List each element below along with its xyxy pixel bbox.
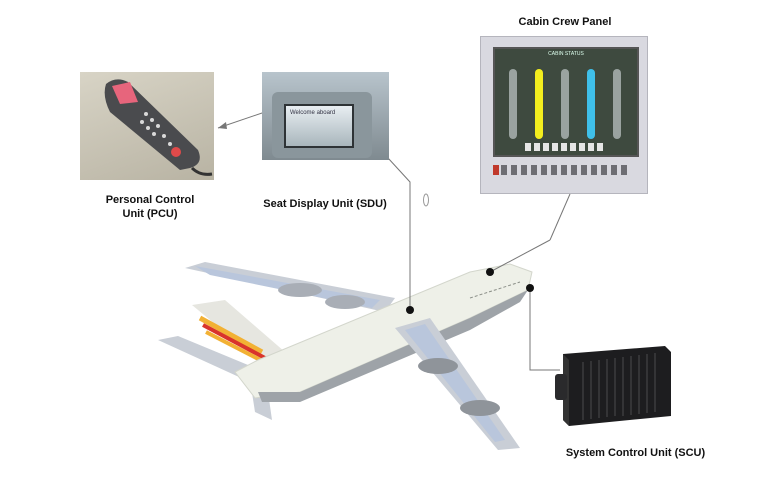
window-line bbox=[469, 281, 521, 299]
connection-dot bbox=[526, 284, 534, 292]
connection-dot bbox=[486, 268, 494, 276]
label-pcu: Personal Control Unit (PCU) bbox=[90, 193, 210, 221]
connection-dot bbox=[406, 306, 414, 314]
panel-header: CABIN STATUS bbox=[548, 51, 584, 57]
label-pcu-line2: Unit (PCU) bbox=[122, 208, 178, 220]
engine bbox=[418, 358, 458, 374]
panel-red-indicator bbox=[493, 165, 499, 175]
connector-scu bbox=[529, 288, 560, 371]
engine bbox=[278, 283, 322, 297]
status-bar bbox=[561, 69, 569, 139]
label-cabin-crew-panel: Cabin Crew Panel bbox=[518, 16, 612, 28]
engine bbox=[325, 295, 365, 309]
panel-screen: CABIN STATUS bbox=[493, 47, 639, 157]
tail-stripe-yellow bbox=[198, 315, 264, 355]
scu-photo bbox=[553, 346, 673, 428]
pcu-handset-icon bbox=[104, 79, 213, 176]
panel-control-strip bbox=[501, 165, 627, 175]
connector-sdu-aircraft bbox=[387, 157, 411, 310]
status-bar-blue bbox=[587, 69, 595, 139]
label-sdu: Seat Display Unit (SDU) bbox=[263, 198, 387, 210]
label-pcu-line1: Personal Control bbox=[105, 194, 195, 206]
tail-stripe-yellow-2 bbox=[205, 330, 269, 366]
near-wing-highlight bbox=[405, 324, 505, 442]
sdu-screen: Welcome aboard bbox=[284, 104, 354, 148]
sdu-screen-text: Welcome aboard bbox=[290, 110, 336, 116]
engine bbox=[460, 400, 500, 416]
connector-panel bbox=[549, 193, 571, 241]
status-bar bbox=[509, 69, 517, 139]
connector-panel-aircraft bbox=[489, 239, 551, 273]
sdu-photo: Welcome aboard bbox=[262, 72, 389, 160]
pcu-photo bbox=[80, 72, 214, 180]
label-scu: System Control Unit (SCU) bbox=[565, 447, 706, 459]
marker-icon bbox=[423, 193, 429, 207]
tail-fin bbox=[192, 300, 300, 368]
cabin-crew-panel-photo: CABIN STATUS bbox=[480, 36, 648, 194]
status-bar bbox=[613, 69, 621, 139]
scu-box-icon bbox=[555, 346, 671, 426]
status-bar-yellow bbox=[535, 69, 543, 139]
arrow-head-icon bbox=[218, 122, 227, 129]
tail-stripe-red bbox=[202, 323, 266, 360]
panel-button-row bbox=[525, 143, 605, 151]
airplane-illustration bbox=[158, 262, 533, 450]
